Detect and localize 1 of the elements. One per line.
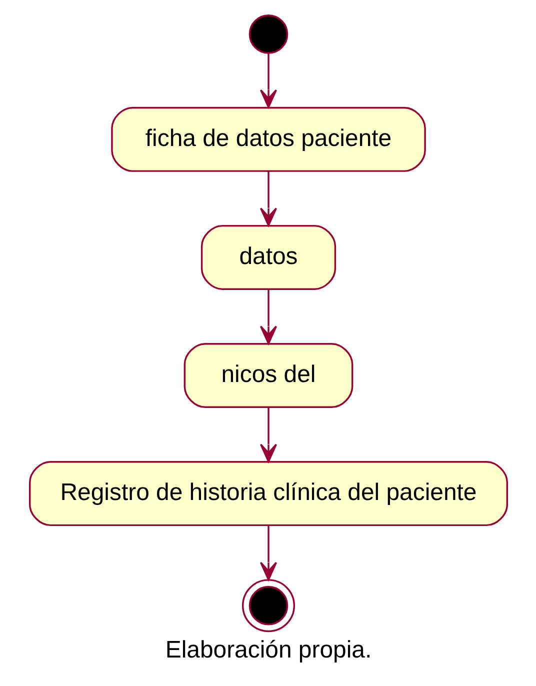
- caption: Elaboración propia.: [164, 636, 372, 664]
